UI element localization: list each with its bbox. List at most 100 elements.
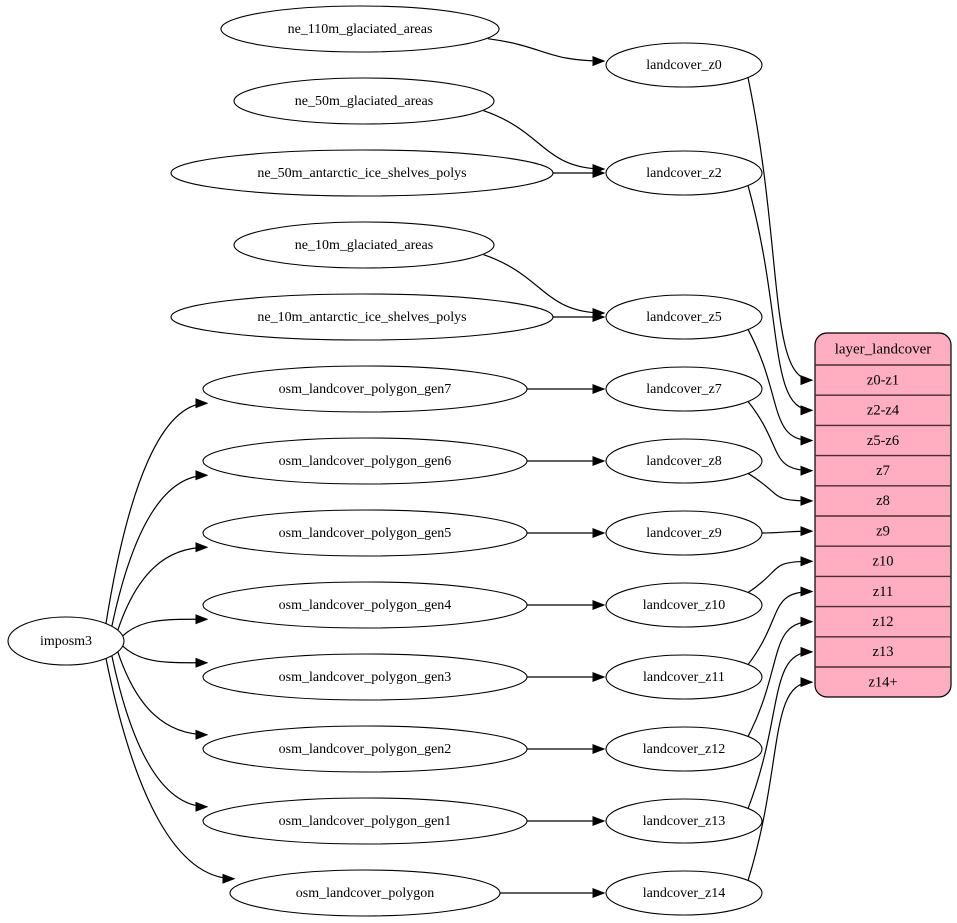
- edge-arrowhead: [592, 743, 606, 755]
- landcover-layer-node[interactable]: landcover_z14: [605, 870, 763, 916]
- record-row-label[interactable]: z13: [873, 644, 894, 660]
- osm-source-node[interactable]: osm_landcover_polygon_gen6: [202, 437, 528, 485]
- node-label: landcover_z5: [646, 310, 721, 325]
- edge-line: [747, 651, 813, 809]
- osm-source-node[interactable]: osm_landcover_polygon: [229, 869, 501, 917]
- node-shape: [605, 726, 763, 772]
- landcover-layer-node[interactable]: landcover_z5: [605, 294, 763, 340]
- record-row-label[interactable]: z9: [876, 523, 890, 539]
- edge-landcover_z14-to-record: [747, 677, 814, 881]
- node-shape: [170, 293, 554, 341]
- edge-arrowhead: [800, 405, 814, 416]
- natural-earth-node[interactable]: ne_10m_antarctic_ice_shelves_polys: [170, 293, 554, 341]
- landcover-layer-node[interactable]: landcover_z11: [605, 654, 763, 700]
- edge-imposm3-to-osm_landcover_polygon_gen5: [116, 542, 209, 632]
- edge-landcover_z7-to-record: [747, 400, 814, 476]
- node-label: landcover_z8: [646, 454, 721, 469]
- landcover-layer-node[interactable]: landcover_z9: [605, 510, 763, 556]
- record-row-label[interactable]: z12: [873, 614, 894, 630]
- node-shape: [202, 365, 528, 413]
- node-shape: [605, 366, 763, 412]
- edge-arrowhead: [800, 556, 814, 567]
- node-label: osm_landcover_polygon: [296, 886, 434, 901]
- edge-arrowhead: [592, 527, 606, 539]
- landcover-layer-node[interactable]: landcover_z7: [605, 366, 763, 412]
- landcover-layer-node[interactable]: landcover_z0: [605, 42, 763, 88]
- edge-arrowhead: [592, 311, 606, 323]
- edge-line: [483, 110, 605, 170]
- edge-arrowhead: [592, 455, 606, 467]
- edge-line: [120, 644, 208, 664]
- edge-arrowhead: [195, 470, 209, 481]
- node-label: landcover_z14: [643, 886, 725, 901]
- node-shape: [605, 582, 763, 628]
- record-row-label[interactable]: z14+: [868, 674, 897, 690]
- edge-landcover_z12-to-record: [747, 616, 814, 737]
- edge-arrowhead: [592, 671, 606, 683]
- node-label: landcover_z12: [643, 742, 725, 757]
- landcover-layer-node[interactable]: landcover_z10: [605, 582, 763, 628]
- landcover-layer-node[interactable]: landcover_z12: [605, 726, 763, 772]
- node-shape: [605, 870, 763, 916]
- edge-line: [747, 77, 813, 381]
- edge-arrowhead: [195, 614, 209, 625]
- edge-imposm3-to-osm_landcover_polygon_gen7: [105, 398, 209, 624]
- source-node[interactable]: imposm3: [7, 616, 125, 666]
- node-label: landcover_z13: [643, 814, 725, 829]
- edge-line: [116, 546, 208, 632]
- record-row-label[interactable]: z7: [876, 463, 890, 479]
- edge-line: [747, 560, 813, 594]
- node-label: osm_landcover_polygon_gen7: [279, 382, 452, 397]
- record-row-label[interactable]: z0-z1: [867, 372, 899, 388]
- natural-earth-node[interactable]: ne_50m_glaciated_areas: [233, 77, 495, 125]
- node-shape: [7, 616, 125, 666]
- natural-earth-node[interactable]: ne_10m_glaciated_areas: [233, 221, 495, 269]
- edge-arrowhead: [800, 526, 814, 537]
- node-label: ne_50m_antarctic_ice_shelves_polys: [257, 166, 466, 181]
- natural-earth-node[interactable]: ne_110m_glaciated_areas: [220, 5, 500, 53]
- edge-arrowhead: [195, 542, 209, 553]
- osm-source-node[interactable]: osm_landcover_polygon_gen7: [202, 365, 528, 413]
- edge-imposm3-to-osm_landcover_polygon_gen1: [111, 655, 209, 812]
- edge-arrowhead: [195, 801, 209, 812]
- record-row-label[interactable]: z8: [876, 493, 890, 509]
- edge-imposm3-to-osm_landcover_polygon_gen2: [116, 650, 209, 740]
- node-shape: [233, 221, 495, 269]
- record-row-label[interactable]: z5-z6: [867, 433, 899, 449]
- node-shape: [605, 438, 763, 484]
- record-row-label[interactable]: z10: [873, 554, 894, 570]
- osm-source-node[interactable]: osm_landcover_polygon_gen3: [202, 653, 528, 701]
- edge-arrowhead: [800, 435, 814, 446]
- record-title: layer_landcover: [835, 341, 932, 357]
- osm-source-node[interactable]: osm_landcover_polygon_gen4: [202, 581, 528, 629]
- natural-earth-node[interactable]: ne_50m_antarctic_ice_shelves_polys: [170, 149, 554, 197]
- record-row-label[interactable]: z11: [873, 584, 893, 600]
- edge-arrowhead: [592, 383, 606, 395]
- edge-arrowhead: [800, 495, 814, 506]
- osm-source-node[interactable]: osm_landcover_polygon_gen5: [202, 509, 528, 557]
- record-row-label[interactable]: z2-z4: [867, 403, 900, 419]
- node-shape: [220, 5, 500, 53]
- edge-arrowhead: [195, 657, 209, 668]
- edge-landcover_z5-to-record: [747, 329, 814, 446]
- landcover-layer-node[interactable]: landcover_z2: [605, 150, 763, 196]
- node-label: ne_10m_antarctic_ice_shelves_polys: [257, 310, 466, 325]
- node-label: osm_landcover_polygon_gen2: [279, 742, 452, 757]
- node-label: ne_10m_glaciated_areas: [295, 238, 433, 253]
- edge-line: [487, 38, 605, 62]
- node-shape: [202, 725, 528, 773]
- node-label: osm_landcover_polygon_gen3: [279, 670, 452, 685]
- edge-arrowhead: [592, 599, 606, 611]
- node-shape: [605, 42, 763, 88]
- node-shape: [202, 653, 528, 701]
- edge-line: [747, 185, 813, 411]
- landcover-layer-node[interactable]: landcover_z8: [605, 438, 763, 484]
- edge-landcover_z9-to-record: [761, 526, 814, 537]
- osm-source-node[interactable]: osm_landcover_polygon_gen1: [202, 797, 528, 845]
- node-shape: [605, 150, 763, 196]
- osm-source-node[interactable]: osm_landcover_polygon_gen2: [202, 725, 528, 773]
- edge-arrowhead: [592, 167, 606, 179]
- edge-ne_110m_glaciated_areas-to-landcover_z0: [487, 38, 606, 67]
- node-shape: [202, 581, 528, 629]
- landcover-layer-node[interactable]: landcover_z13: [605, 798, 763, 844]
